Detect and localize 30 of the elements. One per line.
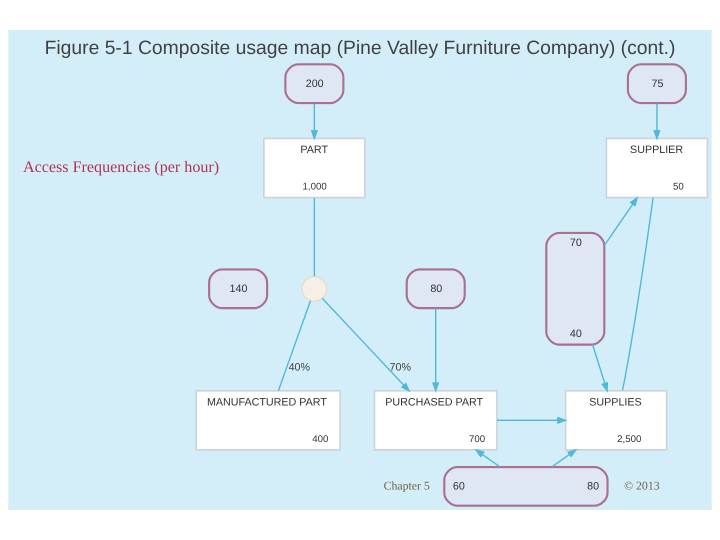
connector — [622, 198, 654, 390]
connector — [314, 198, 316, 276]
node-box: SUPPLIES 2,500 — [564, 390, 668, 451]
connector — [278, 300, 312, 391]
edge-label: 40% — [288, 361, 310, 374]
arrow — [432, 308, 440, 393]
node-box: 200 — [284, 63, 344, 104]
node-box: 75 — [626, 63, 687, 104]
arrow — [552, 448, 578, 468]
edge-label: 70% — [390, 361, 412, 374]
node-box: PART 1,000 — [263, 138, 366, 198]
node-box: PURCHASED PART 700 — [374, 390, 498, 451]
arrow — [322, 298, 410, 392]
label: Chapter 5 — [384, 478, 430, 492]
node-box: SUPPLIER 50 — [606, 138, 708, 198]
arrow — [592, 344, 608, 393]
arrow — [474, 448, 500, 468]
node-box: 70 40 — [545, 232, 606, 346]
arrow — [310, 103, 318, 140]
label: Access Frequencies (per hour) — [22, 158, 220, 176]
node-box: 140 — [208, 268, 268, 310]
arrow — [604, 196, 638, 246]
node-box: 80 — [406, 268, 466, 310]
label: © 2013 — [624, 478, 660, 492]
node-circle — [301, 276, 328, 302]
node-box: MANUFACTURED PART 400 — [195, 390, 341, 451]
diagram-title: Figure 5-1 Composite usage map (Pine Valley Furniture Company) (cont.) — [44, 38, 676, 60]
node-box: 60 80 — [443, 466, 609, 507]
arrow — [497, 416, 568, 424]
arrow — [653, 103, 661, 140]
